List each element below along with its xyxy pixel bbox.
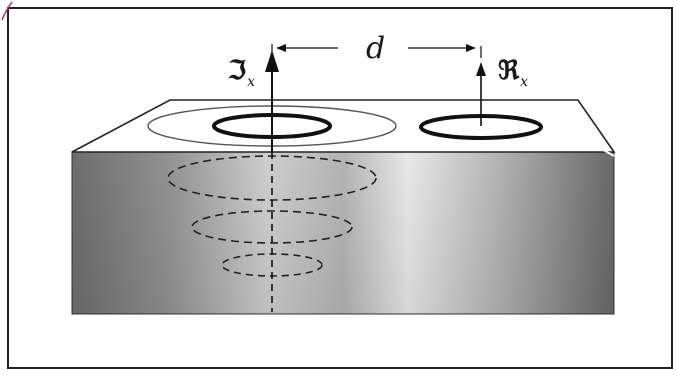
corner-tick: [599, 147, 615, 157]
block-front-shade: [72, 152, 614, 314]
transmitter-symbol: ℑ: [228, 56, 247, 86]
transmitter-subscript: x: [247, 74, 256, 90]
distance-label: d: [366, 31, 386, 66]
corner-mark: [1, 1, 13, 21]
block-top-face: [71, 99, 616, 153]
receiver-label: ℜx: [498, 58, 528, 89]
transmitter-label: ℑx: [228, 58, 255, 89]
receiver-arrowhead: [476, 62, 486, 76]
distance-arrow-left: [276, 44, 286, 52]
transmitter-arrowhead: [265, 50, 279, 72]
receiver-subscript: x: [520, 74, 529, 90]
frame-border: [7, 7, 673, 369]
distance-arrow-right: [466, 44, 476, 52]
receiver-symbol: ℜ: [498, 56, 520, 86]
